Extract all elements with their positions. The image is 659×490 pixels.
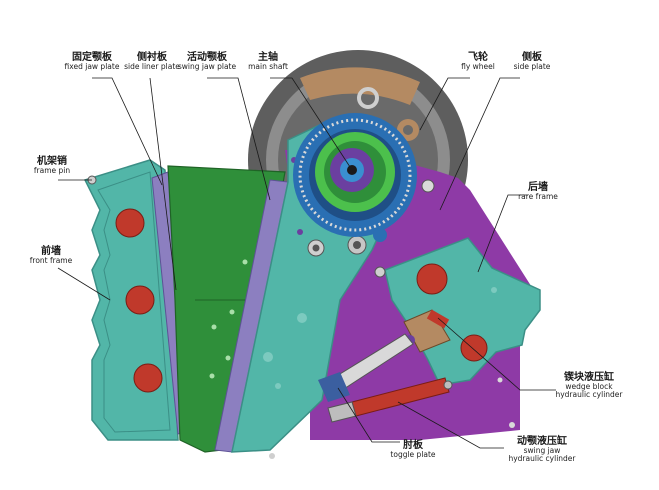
label-en: swing jaw plate <box>177 62 237 71</box>
label-swing-jaw-cylinder: 动颚液压缸 swing jaw hydraulic cylinder <box>496 436 588 464</box>
label-en: hydraulic cylinder <box>508 454 576 464</box>
label-en: side liner plate <box>124 62 180 71</box>
label-zh: 动颚液压缸 <box>517 436 567 447</box>
label-en: fixed jaw plate <box>64 62 120 71</box>
label-zh: 主轴 <box>258 52 278 63</box>
label-fixed-jaw-plate: 固定颚板 fixed jaw plate <box>52 52 132 71</box>
label-zh: 飞轮 <box>468 52 488 63</box>
leader-lines <box>57 77 556 449</box>
label-toggle-plate: 肘板 toggle plate <box>382 440 444 459</box>
label-zh: 锲块液压缸 <box>564 372 614 383</box>
label-en: wedge block <box>565 382 613 391</box>
label-front-frame: 前墙 front frame <box>20 246 82 265</box>
label-en: rare frame <box>518 192 558 201</box>
label-rare-frame: 后墙 rare frame <box>510 182 566 201</box>
label-zh: 后墙 <box>528 182 548 193</box>
label-side-plate: 侧板 side plate <box>504 52 560 71</box>
label-en: side plate <box>513 62 551 71</box>
label-en: swing jaw <box>523 446 561 455</box>
side-liner-plate <box>167 165 286 453</box>
label-zh: 前墙 <box>41 246 61 257</box>
label-en: frame pin <box>33 166 71 175</box>
label-fly-wheel: 飞轮 fly wheel <box>450 52 506 71</box>
front-frame <box>83 159 179 441</box>
label-en: main shaft <box>248 62 288 71</box>
label-side-liner-plate: 侧衬板 side liner plate <box>116 52 188 71</box>
label-en: front frame <box>29 256 73 265</box>
label-en: hydraulic cylinder <box>555 390 623 400</box>
label-swing-jaw-plate: 活动颚板 swing jaw plate <box>170 52 244 71</box>
label-zh: 肘板 <box>403 440 423 451</box>
label-zh: 固定颚板 <box>72 52 112 63</box>
label-frame-pin: 机架销 frame pin <box>24 156 80 175</box>
label-en: fly wheel <box>461 62 495 71</box>
label-zh: 侧板 <box>522 52 542 63</box>
main-shaft <box>293 113 417 242</box>
label-zh: 机架销 <box>37 156 67 167</box>
label-zh: 侧衬板 <box>137 52 167 63</box>
label-zh: 活动颚板 <box>187 52 227 63</box>
swing-jaw-hydraulic-cylinder <box>327 377 453 423</box>
label-main-shaft: 主轴 main shaft <box>238 52 298 71</box>
label-en: toggle plate <box>390 450 436 459</box>
label-wedge-block-cylinder: 锲块液压缸 wedge block hydraulic cylinder <box>546 372 632 400</box>
